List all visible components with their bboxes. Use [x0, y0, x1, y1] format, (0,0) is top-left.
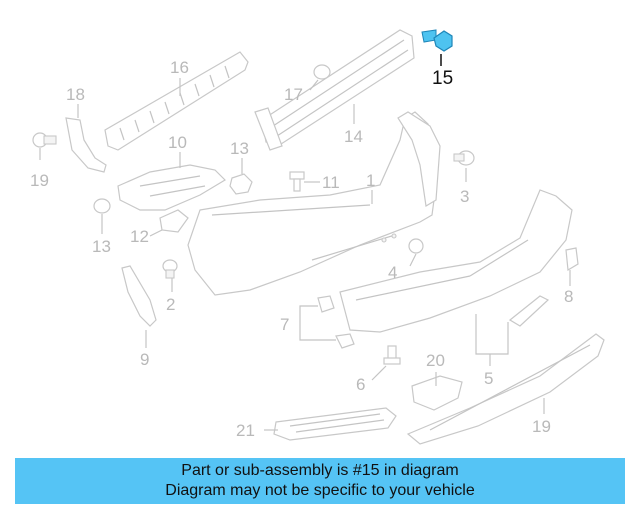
callout-11: 11 — [322, 173, 340, 192]
part-6-bolt — [383, 345, 401, 365]
callout-16: 16 — [170, 58, 189, 77]
callout-19: 19 — [30, 171, 49, 190]
part-13-nut-upper — [229, 173, 253, 195]
part-5-lower-fascia — [339, 189, 573, 333]
part-19-clip — [32, 132, 57, 148]
callout-4: 4 — [388, 263, 397, 282]
part-14-reinforcement-bar — [254, 29, 415, 151]
part-2-clip — [162, 259, 178, 279]
part-22-reflector — [273, 407, 397, 441]
callout-9: 9 — [140, 350, 149, 369]
callout-5: 5 — [484, 369, 493, 388]
part-10-side-bracket — [117, 164, 226, 211]
leader-lines — [39, 54, 571, 431]
part-4-nut — [408, 238, 424, 254]
callout-2: 2 — [166, 295, 175, 314]
parts-diagram: 15 16 17 14 18 19 10 13 11 1 13 12 3 2 4… — [30, 29, 605, 445]
part-5-reflector — [508, 295, 550, 327]
callout-17: 17 — [284, 85, 303, 104]
part-3-clip — [453, 150, 475, 166]
callout-3: 3 — [460, 187, 469, 206]
part-21-bracket — [411, 375, 463, 411]
callout-labels: 15 16 17 14 18 19 10 13 11 1 13 12 3 2 4… — [30, 58, 573, 440]
part-8-cap — [565, 247, 579, 272]
part-15-bolt — [421, 29, 453, 52]
part-9-side-trim — [121, 265, 157, 327]
callout-14: 14 — [344, 127, 363, 146]
callout-18: 18 — [66, 85, 85, 104]
callout-1: 1 — [366, 171, 375, 190]
part-7-brackets — [317, 295, 355, 349]
part-16-bracket — [104, 51, 249, 151]
part-11-bolt — [289, 171, 305, 192]
callout-10: 10 — [168, 133, 187, 152]
callout-22: 21 — [236, 421, 255, 440]
info-banner: Part or sub-assembly is #15 in diagram D… — [15, 458, 625, 504]
part-1-bumper-cover — [187, 111, 441, 296]
callout-15: 15 — [432, 68, 453, 89]
banner-line-1: Part or sub-assembly is #15 in diagram — [181, 462, 459, 479]
part-17-nut — [313, 64, 331, 80]
callout-12: 12 — [130, 227, 149, 246]
part-20-diffuser — [406, 333, 605, 445]
banner-line-2: Diagram may not be specific to your vehi… — [165, 482, 475, 499]
callout-7: 7 — [280, 315, 289, 334]
callout-20: 19 — [532, 417, 551, 436]
part-12-pad — [159, 209, 189, 233]
callout-6: 6 — [356, 375, 365, 394]
callout-13-upper: 13 — [230, 139, 249, 158]
callout-21: 20 — [426, 351, 445, 370]
callout-13-lower: 13 — [92, 237, 111, 256]
part-18-bracket — [65, 117, 107, 173]
callout-8: 8 — [564, 287, 573, 306]
part-13-nut-lower — [93, 198, 111, 214]
